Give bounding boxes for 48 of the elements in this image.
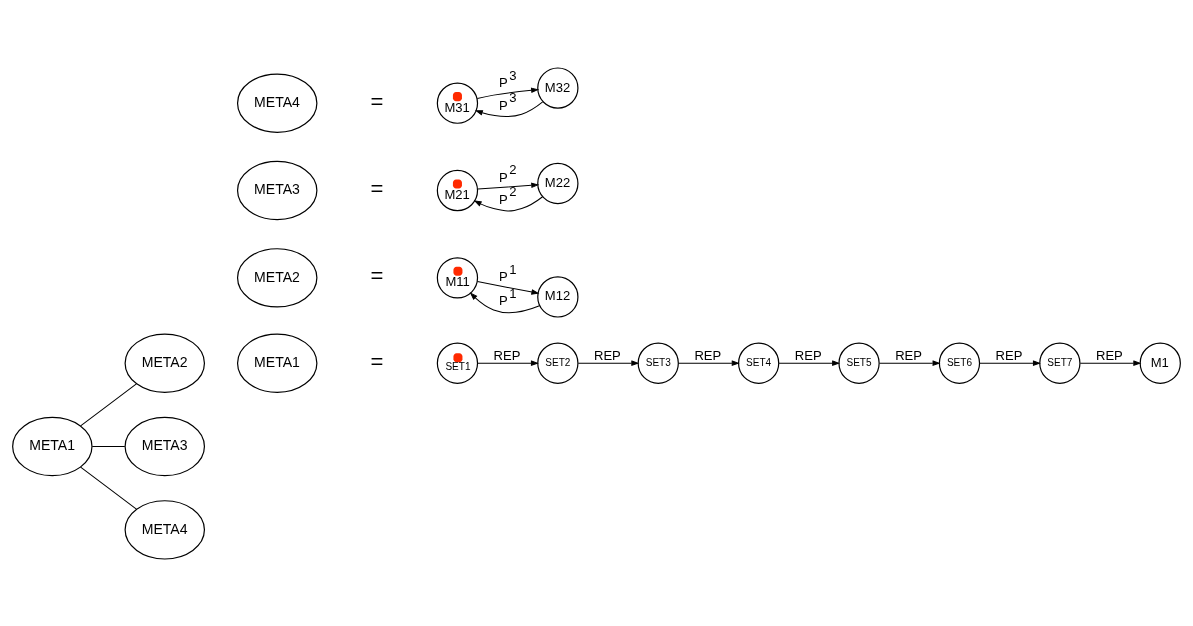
- arrow: [678, 360, 739, 366]
- edge-label: REP: [593, 347, 621, 363]
- edge-label: REP: [794, 347, 822, 363]
- connector: [80, 466, 137, 510]
- arrow: [477, 182, 539, 190]
- arrow: [577, 360, 639, 366]
- node-circle: SET2: [537, 342, 579, 384]
- arrow: [477, 360, 538, 366]
- node-circle: M21: [436, 169, 479, 211]
- node-ellipse: META3: [124, 416, 206, 476]
- edge-label: REP: [1096, 347, 1123, 363]
- node-ellipse: META2: [236, 247, 318, 308]
- node-circle: SET5: [838, 342, 880, 384]
- arrow: [474, 195, 544, 212]
- arrow: [476, 87, 539, 99]
- label: =: [370, 348, 384, 374]
- edge-label: REP: [995, 347, 1023, 363]
- arrow: [475, 100, 544, 117]
- node-circle: SET3: [637, 342, 679, 384]
- node-ellipse: META4: [236, 72, 318, 133]
- connector: [80, 382, 137, 426]
- arrow: [1079, 360, 1141, 366]
- node-circle: SET1: [436, 342, 479, 384]
- connector: [91, 445, 126, 447]
- label: =: [370, 88, 384, 114]
- node-ellipse: META3: [236, 160, 318, 220]
- label: =: [370, 262, 384, 288]
- arrow: [476, 280, 539, 295]
- edge-label: REP: [493, 347, 521, 363]
- arrow: [470, 292, 540, 313]
- node-circle: SET4: [737, 342, 780, 384]
- arrow: [879, 360, 940, 366]
- node-circle: M1: [1139, 342, 1181, 384]
- node-circle: SET6: [938, 342, 981, 384]
- node-circle: M22: [537, 162, 579, 204]
- node-circle: M12: [537, 275, 579, 318]
- node-ellipse: META1: [236, 332, 318, 393]
- node-circle: SET7: [1039, 342, 1081, 384]
- node-ellipse: META1: [12, 416, 93, 476]
- label: =: [370, 175, 384, 201]
- node-ellipse: META2: [124, 332, 206, 393]
- arrow: [979, 360, 1040, 366]
- node-circle: M32: [537, 66, 579, 109]
- node-ellipse: META4: [124, 499, 206, 560]
- node-circle: M31: [436, 82, 479, 124]
- edge-label: REP: [694, 347, 722, 363]
- arrow: [778, 360, 840, 366]
- edge-label: REP: [895, 347, 923, 363]
